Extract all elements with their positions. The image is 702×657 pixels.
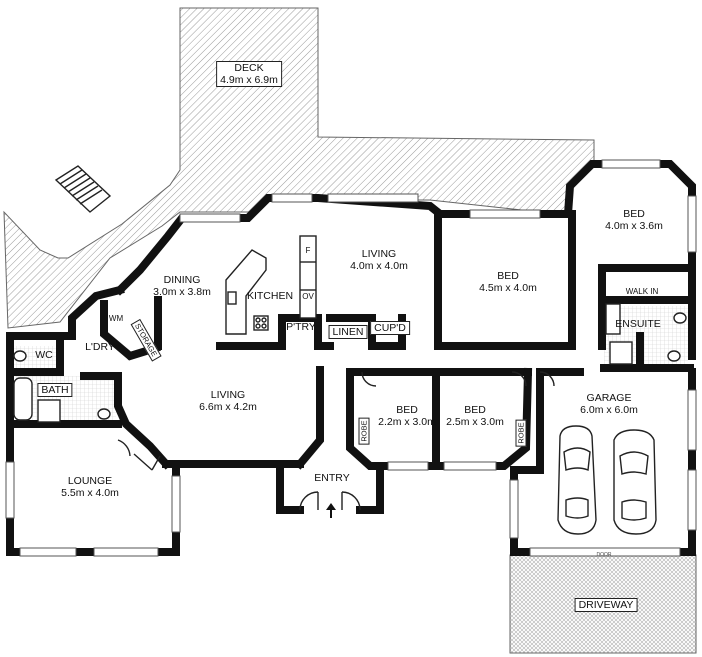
- bed-small-2-name: BED: [464, 404, 486, 416]
- garage-door-label: DOOR: [597, 552, 612, 558]
- driveway-name: DRIVEWAY: [574, 598, 638, 612]
- dining-size: 3.0m x 3.8m: [153, 286, 211, 298]
- deck-steps: [54, 165, 112, 213]
- bed-small-2-label: BED 2.5m x 3.0m: [446, 404, 504, 428]
- living-main-size: 6.6m x 4.2m: [199, 401, 257, 413]
- garage-label: GARAGE 6.0m x 6.0m: [580, 392, 638, 416]
- entry-label: ENTRY: [314, 472, 349, 484]
- garage-door-name: DOOR: [596, 552, 612, 558]
- living-main-label: LIVING 6.6m x 4.2m: [199, 389, 257, 413]
- bed-small-1-label: BED 2.2m x 3.0m: [378, 404, 436, 428]
- walk-in-robe-name2: ROBE: [630, 296, 654, 305]
- robe-1-name: ROBE: [359, 420, 369, 442]
- bed-mid-name: BED: [497, 270, 519, 282]
- living-top-size: 4.0m x 4.0m: [350, 260, 408, 272]
- garage-size: 6.0m x 6.0m: [580, 404, 638, 416]
- bed-small-2-size: 2.5m x 3.0m: [446, 416, 504, 428]
- cupd-name: CUP'D: [370, 321, 410, 335]
- dining-name: DINING: [163, 274, 201, 286]
- wc-name: WC: [35, 349, 53, 361]
- walk-in-robe-name: WALK IN: [625, 287, 659, 296]
- pantry-name: P'TRY: [286, 321, 316, 333]
- walk-in-robe-label: WALK IN ROBE: [626, 287, 659, 305]
- garage-name: GARAGE: [586, 392, 632, 404]
- laundry-label: L'DRY: [85, 341, 115, 353]
- fridge-label: F: [306, 246, 311, 255]
- fridge-name: F: [305, 246, 311, 255]
- lounge-name: LOUNGE: [67, 475, 113, 487]
- bath-name: BATH: [37, 383, 73, 397]
- car-left: [557, 425, 597, 535]
- ensuite-label: ENSUITE: [615, 318, 661, 330]
- deck-name: DECK: [234, 62, 264, 74]
- cupd-label: CUP'D: [370, 321, 410, 335]
- wm-name: WM: [108, 314, 124, 323]
- dining-label: DINING 3.0m x 3.8m: [153, 274, 211, 298]
- driveway-label: DRIVEWAY: [574, 598, 638, 612]
- linen-label: LINEN: [328, 325, 368, 339]
- entry-name: ENTRY: [314, 472, 350, 484]
- bath-label: BATH: [37, 383, 73, 397]
- entry-arrow-icon: [326, 503, 336, 518]
- bed-master-size: 4.0m x 3.6m: [605, 220, 663, 232]
- pantry-label: P'TRY: [286, 321, 316, 333]
- doors: [117, 371, 555, 511]
- living-top-label: LIVING 4.0m x 4.0m: [350, 248, 408, 272]
- living-main-name: LIVING: [210, 389, 246, 401]
- kitchen-label: KITCHEN: [247, 290, 293, 302]
- robe-2-name: ROBE: [516, 422, 526, 444]
- kitchen-bench: [225, 235, 317, 335]
- bathroom-fixtures: [13, 303, 687, 423]
- oven-name: OV: [302, 292, 314, 301]
- lounge-size: 5.5m x 4.0m: [61, 487, 119, 499]
- living-top-name: LIVING: [361, 248, 397, 260]
- laundry-name: L'DRY: [85, 341, 115, 353]
- kitchen-name: KITCHEN: [246, 290, 294, 302]
- bed-small-1-name: BED: [396, 404, 418, 416]
- oven-label: OV: [302, 292, 314, 301]
- deck-size: 4.9m x 6.9m: [220, 74, 278, 86]
- windows: [5, 159, 697, 557]
- car-right: [613, 429, 657, 535]
- wm-label: WM: [109, 314, 123, 323]
- ensuite-name: ENSUITE: [615, 318, 661, 330]
- deck-label: DECK 4.9m x 6.9m: [216, 61, 282, 87]
- wc-label: WC: [35, 349, 53, 361]
- bed-mid-label: BED 4.5m x 4.0m: [479, 270, 537, 294]
- bed-small-1-size: 2.2m x 3.0m: [378, 416, 436, 428]
- lounge-label: LOUNGE 5.5m x 4.0m: [61, 475, 119, 499]
- bed-mid-size: 4.5m x 4.0m: [479, 282, 537, 294]
- bed-master-name: BED: [623, 208, 645, 220]
- linen-name: LINEN: [328, 325, 368, 339]
- bed-master-label: BED 4.0m x 3.6m: [605, 208, 663, 232]
- robe-2-label: ROBE: [515, 419, 527, 447]
- robe-1-label: ROBE: [358, 417, 370, 445]
